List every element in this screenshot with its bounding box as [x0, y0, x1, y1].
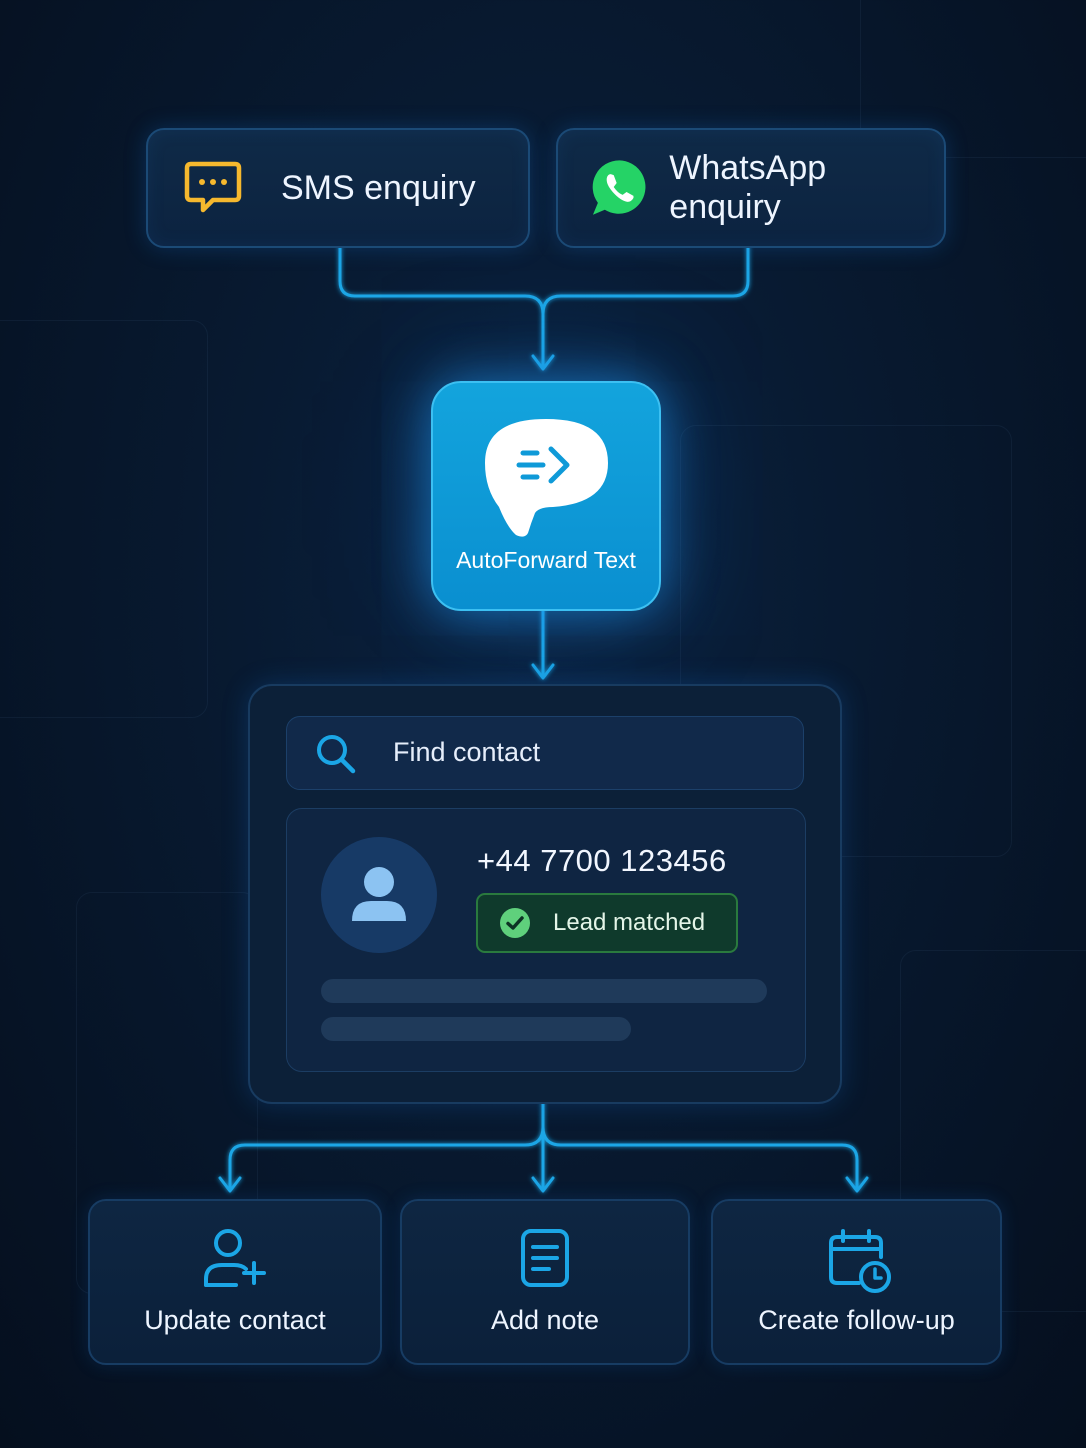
search-icon: [317, 735, 356, 774]
whatsapp-enquiry-node: WhatsApp enquiry: [556, 128, 946, 248]
connector-whatsapp: [541, 244, 750, 316]
calendar-clock-icon: [829, 1229, 891, 1293]
add-note-label: Add note: [490, 1305, 600, 1335]
arrowhead: [845, 1176, 869, 1193]
update-contact-label: Update contact: [144, 1305, 326, 1335]
status-badge-label: Lead matched: [553, 909, 706, 936]
autoforward-logo-icon: [485, 419, 608, 537]
check-circle-icon: [500, 908, 530, 938]
contact-lookup-panel: Find contact +44 7700 123456 Lead matche…: [248, 684, 842, 1104]
search-placeholder: Find contact: [393, 737, 541, 767]
hub-label: AutoForward Text: [456, 547, 636, 573]
update-contact-action[interactable]: Update contact: [88, 1199, 382, 1365]
background-frame: [0, 320, 208, 718]
background-frame: [680, 425, 1012, 857]
background-frame: [860, 0, 1086, 158]
arrowhead: [531, 354, 555, 371]
user-icon: [352, 867, 406, 921]
chat-bubble-icon: [184, 161, 242, 213]
create-follow-up-label: Create follow-up: [758, 1305, 955, 1335]
arrowhead: [531, 663, 555, 680]
connector-sms: [338, 244, 545, 370]
sms-enquiry-label: SMS enquiry: [281, 168, 476, 207]
contact-phone: +44 7700 123456: [477, 843, 727, 878]
status-badge: Lead matched: [476, 893, 738, 953]
whatsapp-enquiry-label: WhatsApp enquiry: [669, 149, 827, 226]
contact-card[interactable]: +44 7700 123456 Lead matched: [286, 808, 806, 1072]
create-follow-up-action[interactable]: Create follow-up: [711, 1199, 1002, 1365]
placeholder-line: [321, 979, 767, 1003]
add-note-action[interactable]: Add note: [400, 1199, 690, 1365]
avatar: [321, 837, 437, 953]
search-input[interactable]: Find contact: [286, 716, 804, 790]
add-user-icon: [204, 1229, 266, 1287]
whatsapp-icon: [592, 160, 646, 215]
arrowhead: [531, 1176, 555, 1193]
placeholder-line: [321, 1017, 631, 1041]
sms-enquiry-node: SMS enquiry: [146, 128, 530, 248]
note-icon: [521, 1229, 569, 1287]
connector-branch: [228, 1125, 859, 1192]
autoforward-hub: AutoForward Text: [431, 381, 661, 611]
